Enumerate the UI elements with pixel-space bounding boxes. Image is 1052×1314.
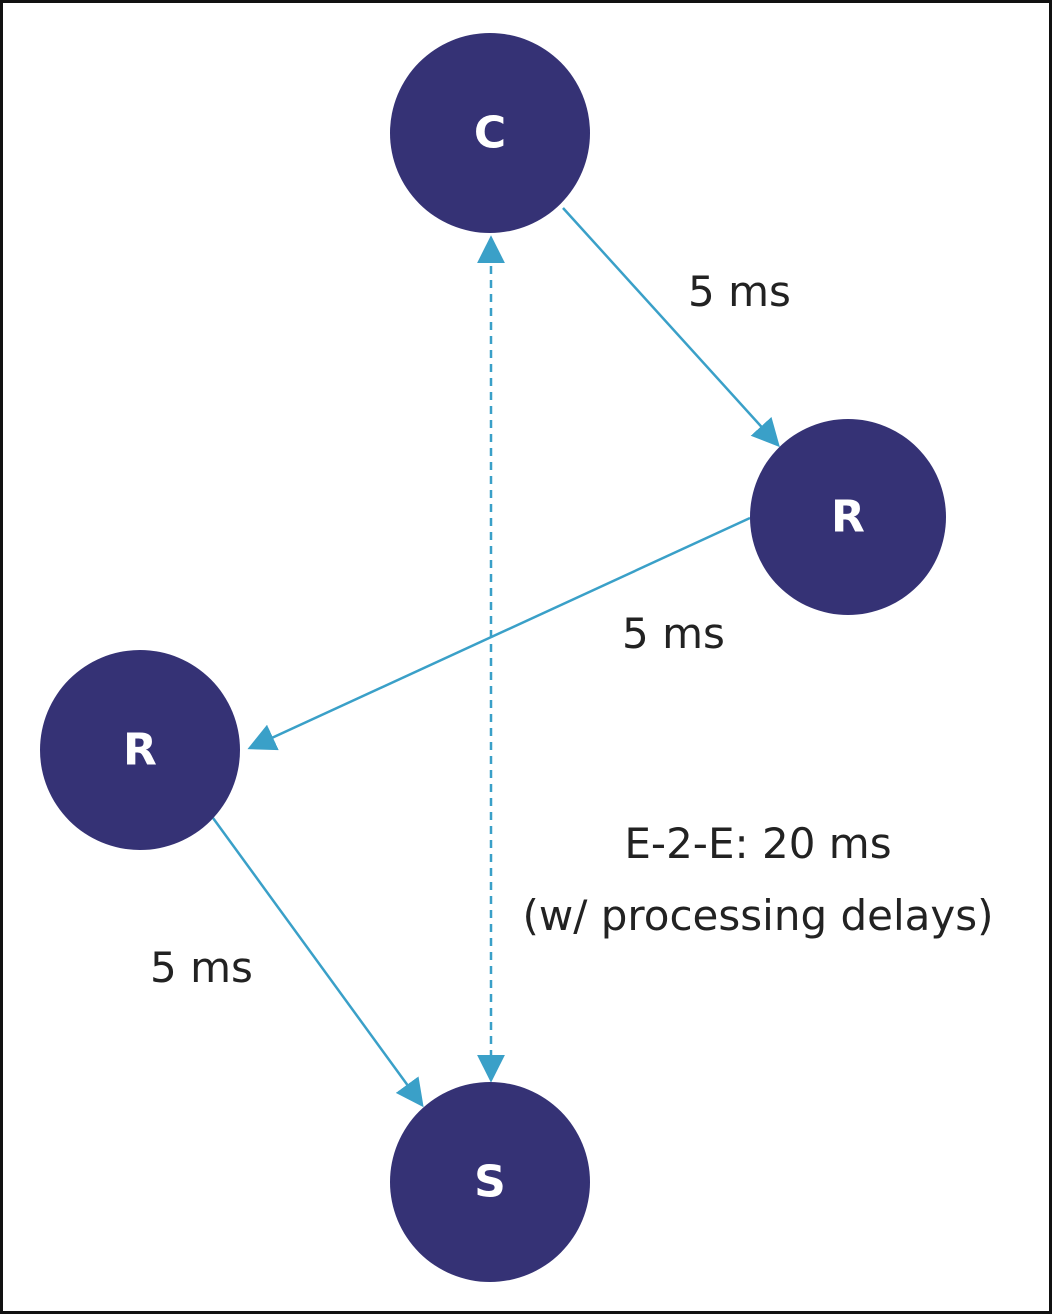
edge-label-client-to-router-right: 5 ms	[688, 267, 791, 316]
node-client-circle	[390, 33, 590, 233]
node-server: S	[390, 1082, 590, 1282]
edge-router-right-to-router-left	[247, 516, 751, 751]
node-client: C	[390, 33, 590, 233]
node-router-right: R	[750, 419, 946, 615]
node-router-left-label: R	[123, 725, 157, 776]
node-router-left-circle	[40, 650, 240, 850]
edge-router-left-to-server	[211, 817, 424, 1108]
edge-client-to-router-right	[562, 207, 780, 448]
edge-label-router-right-to-router-left: 5 ms	[622, 609, 725, 658]
node-router-left: R	[40, 650, 240, 850]
edge-label-router-left-to-server: 5 ms	[150, 943, 253, 992]
node-router-right-label: R	[831, 492, 865, 543]
node-client-label: C	[474, 108, 506, 159]
node-server-label: S	[474, 1157, 506, 1208]
node-router-right-circle	[750, 419, 946, 615]
end-to-end-label-line1: E-2-E: 20 ms	[624, 819, 891, 868]
node-server-circle	[390, 1082, 590, 1282]
end-to-end-label-line2: (w/ processing delays)	[523, 891, 994, 940]
